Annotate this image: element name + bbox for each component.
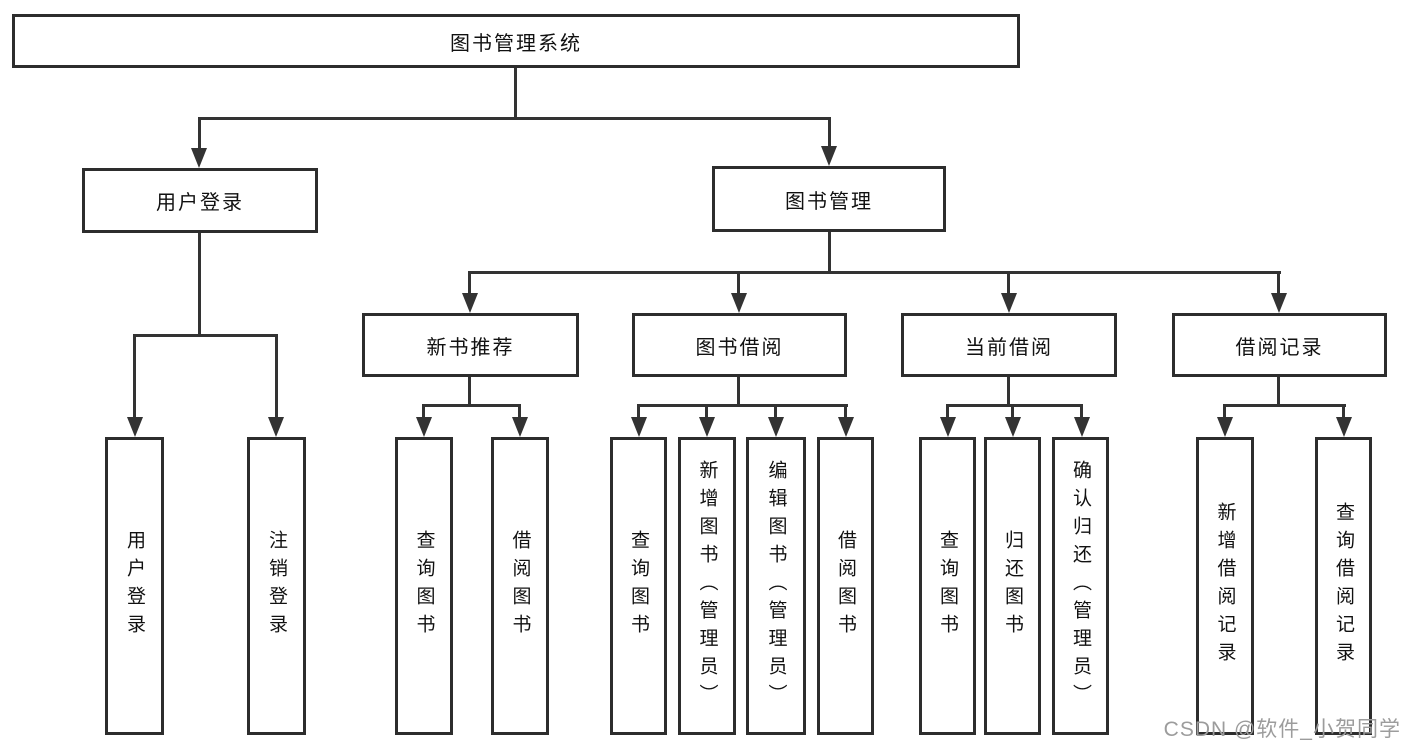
arrowhead-currentborrow-child2 bbox=[1005, 417, 1021, 437]
connector-borrowrecord-child1-line bbox=[1223, 404, 1226, 417]
connector-to-borrow-record-line bbox=[1277, 271, 1280, 295]
leaf-borrow-query-books: 查询图书 bbox=[610, 437, 667, 735]
leaf-newbook-query-books: 查询图书 bbox=[395, 437, 453, 735]
arrowhead-currentborrow-child1 bbox=[940, 417, 956, 437]
node-root-label: 图书管理系统 bbox=[450, 32, 582, 55]
connector-newbook-child1-line bbox=[422, 404, 425, 417]
arrowhead-bookborrow-child2 bbox=[699, 417, 715, 437]
arrowhead-borrowrecord-child1 bbox=[1217, 417, 1233, 437]
arrowhead-newbook-child2 bbox=[512, 417, 528, 437]
connector-bookborrow-child1-line bbox=[637, 404, 640, 417]
connector-bookborrow-child3-line bbox=[774, 404, 777, 417]
node-borrow-record-label: 借阅记录 bbox=[1235, 336, 1324, 359]
node-user-login-label: 用户登录 bbox=[156, 192, 244, 214]
arrowhead-to-book-borrow bbox=[731, 293, 747, 313]
connector-to-user-login-line bbox=[198, 117, 201, 150]
leaf-current-query-books-label: 查询图书 bbox=[937, 530, 958, 642]
connector-newbook-bar bbox=[422, 404, 521, 407]
connector-login-child2-line bbox=[275, 334, 278, 417]
connector-bookborrow-child4-line bbox=[844, 404, 847, 417]
leaf-user-login-label: 用户登录 bbox=[124, 530, 145, 642]
connector-root-stem bbox=[514, 68, 517, 120]
connector-bookborrow-child2-line bbox=[705, 404, 708, 417]
arrowhead-login-child1 bbox=[127, 417, 143, 437]
connector-currentborrow-child1-line bbox=[946, 404, 949, 417]
leaf-newbook-borrow-books-label: 借阅图书 bbox=[509, 530, 531, 642]
leaf-add-book-admin-label: 新增图书（管理员） bbox=[696, 460, 718, 712]
connector-newbook-stem bbox=[468, 377, 471, 407]
connector-currentborrow-stem bbox=[1007, 377, 1010, 407]
leaf-add-borrow-record-label: 新增借阅记录 bbox=[1214, 502, 1236, 670]
connector-bookborrow-bar bbox=[637, 404, 848, 407]
leaf-logout-label: 注销登录 bbox=[266, 530, 287, 642]
leaf-edit-book-admin: 编辑图书（管理员） bbox=[746, 437, 806, 735]
leaf-return-books-label: 归还图书 bbox=[1002, 530, 1023, 642]
arrowhead-to-new-book bbox=[462, 293, 478, 313]
leaf-logout: 注销登录 bbox=[247, 437, 306, 735]
arrowhead-newbook-child1 bbox=[416, 417, 432, 437]
node-book-borrow: 图书借阅 bbox=[632, 313, 847, 377]
connector-borrowrecord-child2-line bbox=[1342, 404, 1345, 417]
connector-newbook-child2-line bbox=[518, 404, 521, 417]
connector-to-current-borrow-line bbox=[1007, 271, 1010, 295]
arrowhead-login-child2 bbox=[268, 417, 284, 437]
leaf-user-login: 用户登录 bbox=[105, 437, 164, 735]
node-current-borrow: 当前借阅 bbox=[901, 313, 1117, 377]
leaf-confirm-return-admin-label: 确认归还（管理员） bbox=[1070, 460, 1091, 712]
arrowhead-currentborrow-child3 bbox=[1074, 417, 1090, 437]
node-book-borrow-label: 图书借阅 bbox=[695, 336, 784, 359]
node-new-book-recommend-label: 新书推荐 bbox=[426, 336, 515, 359]
arrowhead-to-current-borrow bbox=[1001, 293, 1017, 313]
connector-to-new-book-line bbox=[468, 271, 471, 295]
node-current-borrow-label: 当前借阅 bbox=[965, 336, 1053, 359]
leaf-query-borrow-record-label: 查询借阅记录 bbox=[1333, 502, 1354, 670]
arrowhead-to-user-login bbox=[191, 148, 207, 168]
node-root: 图书管理系统 bbox=[12, 14, 1020, 68]
leaf-query-borrow-record: 查询借阅记录 bbox=[1315, 437, 1372, 735]
leaf-newbook-query-books-label: 查询图书 bbox=[413, 530, 435, 642]
connector-bookborrow-stem bbox=[737, 377, 740, 407]
leaf-borrow-query-books-label: 查询图书 bbox=[628, 530, 649, 642]
node-new-book-recommend: 新书推荐 bbox=[362, 313, 579, 377]
connector-login-child1-line bbox=[133, 334, 136, 417]
csdn-watermark: CSDN @软件_小贺同学 bbox=[1163, 718, 1401, 741]
node-book-management: 图书管理 bbox=[712, 166, 946, 232]
connector-currentborrow-child2-line bbox=[1011, 404, 1014, 417]
arrowhead-bookborrow-child3 bbox=[768, 417, 784, 437]
arrowhead-to-book-mgmt bbox=[821, 146, 837, 166]
arrowhead-bookborrow-child4 bbox=[838, 417, 854, 437]
connector-borrowrecord-stem bbox=[1277, 377, 1280, 407]
connector-to-book-borrow-line bbox=[737, 271, 740, 295]
node-borrow-record: 借阅记录 bbox=[1172, 313, 1387, 377]
connector-login-stem bbox=[198, 233, 201, 337]
connector-currentborrow-bar bbox=[946, 404, 1083, 407]
leaf-newbook-borrow-books: 借阅图书 bbox=[491, 437, 549, 735]
connector-to-book-mgmt-line bbox=[828, 117, 831, 148]
arrowhead-bookborrow-child1 bbox=[631, 417, 647, 437]
connector-currentborrow-child3-line bbox=[1080, 404, 1083, 417]
node-user-login: 用户登录 bbox=[82, 168, 318, 233]
arrowhead-to-borrow-record bbox=[1271, 293, 1287, 313]
connector-borrowrecord-bar bbox=[1223, 404, 1346, 407]
leaf-edit-book-admin-label: 编辑图书（管理员） bbox=[765, 460, 787, 712]
leaf-borrow-borrow-books: 借阅图书 bbox=[817, 437, 874, 735]
connector-login-bar bbox=[133, 334, 278, 337]
leaf-add-book-admin: 新增图书（管理员） bbox=[678, 437, 736, 735]
arrowhead-borrowrecord-child2 bbox=[1336, 417, 1352, 437]
leaf-current-query-books: 查询图书 bbox=[919, 437, 976, 735]
connector-root-bar bbox=[198, 117, 831, 120]
connector-mgmt-bar bbox=[469, 271, 1281, 274]
leaf-confirm-return-admin: 确认归还（管理员） bbox=[1052, 437, 1109, 735]
node-book-management-label: 图书管理 bbox=[785, 190, 873, 213]
connector-mgmt-stem bbox=[828, 232, 831, 274]
leaf-return-books: 归还图书 bbox=[984, 437, 1041, 735]
leaf-borrow-borrow-books-label: 借阅图书 bbox=[835, 530, 856, 642]
leaf-add-borrow-record: 新增借阅记录 bbox=[1196, 437, 1254, 735]
